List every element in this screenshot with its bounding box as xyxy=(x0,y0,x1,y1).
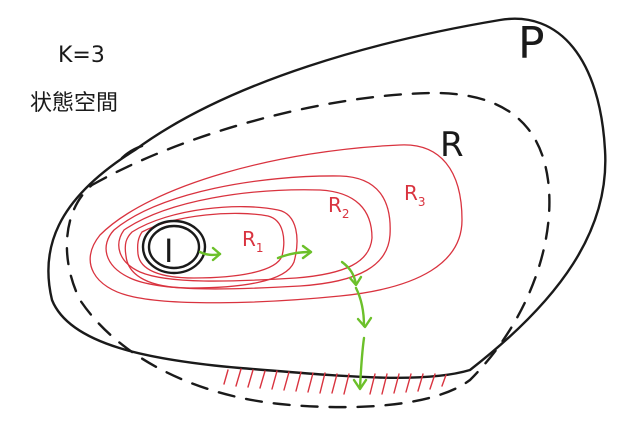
region-R2-inner-stroke xyxy=(118,189,373,282)
region-P-overdraw xyxy=(120,144,144,160)
label-R1-sub: 1 xyxy=(256,241,264,255)
region-R-boundary xyxy=(65,91,551,409)
region-P-boundary xyxy=(47,17,607,380)
k-value-note: K=3 xyxy=(58,43,105,68)
region-R2-boundary xyxy=(105,175,391,290)
label-R2-letter: R xyxy=(328,193,342,217)
region-R1-inner-stroke xyxy=(136,212,285,279)
label-R3: R3 xyxy=(404,181,426,209)
hatched-region xyxy=(223,368,447,395)
region-R1-boundary xyxy=(124,206,298,289)
label-R2-sub: 2 xyxy=(342,207,350,221)
label-R3-letter: R xyxy=(404,181,418,205)
label-R1-letter: R xyxy=(242,227,256,251)
state-space-title: 状態空間 xyxy=(30,91,118,116)
label-R2: R2 xyxy=(328,193,350,221)
transition-arrow-to-outside xyxy=(352,336,368,391)
label-R3-sub: 3 xyxy=(418,195,426,209)
label-P: P xyxy=(518,18,545,69)
transition-arrow-R3-down xyxy=(354,286,373,329)
region-R3-boundary xyxy=(89,144,463,304)
transition-arrow-R2-to-R3 xyxy=(340,260,363,287)
label-I: I xyxy=(164,232,173,270)
transition-arrow-R1-to-R2 xyxy=(276,244,313,260)
transition-arrow-I-to-R1 xyxy=(198,246,222,262)
label-R1: R1 xyxy=(242,227,264,255)
label-R: R xyxy=(440,125,464,165)
initial-state-inner-circle xyxy=(147,224,201,270)
initial-state-outer-circle xyxy=(141,219,207,275)
